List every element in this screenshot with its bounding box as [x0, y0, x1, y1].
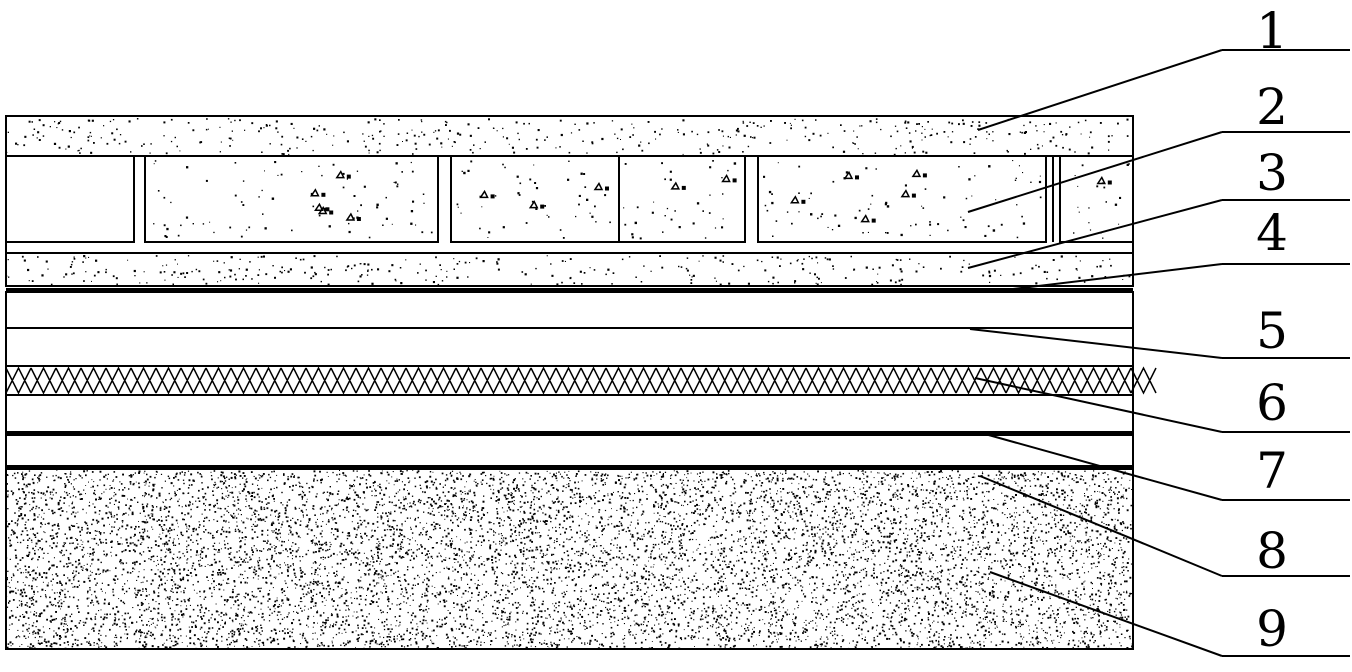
callout-label-5: 5	[1256, 302, 1288, 360]
callout-group: 1 2 34 5 6 7 8 9	[967, 2, 1350, 658]
callout-leader-5	[969, 328, 1223, 359]
callout-label-9: 9	[1256, 600, 1288, 658]
callout-leader-8	[979, 475, 1223, 577]
callout-label-3: 3	[1256, 144, 1288, 202]
callout-label-4: 4	[1256, 204, 1288, 262]
block-layer	[5, 155, 1134, 254]
blank-layer-lower	[5, 394, 1134, 434]
callout-9: 9	[989, 571, 1350, 658]
callout-leader-2	[967, 131, 1223, 213]
callout-7: 7	[984, 433, 1350, 501]
callout-label-7: 7	[1256, 442, 1288, 500]
callout-leader-7	[984, 433, 1223, 501]
block-cell-2	[450, 155, 620, 243]
block-cell-right	[1052, 155, 1134, 243]
block-cell-4	[757, 155, 1047, 243]
callout-leader-1	[977, 49, 1223, 131]
callout-4: 4	[1012, 204, 1350, 290]
callout-2: 2	[967, 78, 1350, 213]
block-cell-1	[144, 155, 439, 243]
callout-leader-9	[989, 571, 1223, 657]
callout-leader-6	[974, 377, 1223, 433]
dense-fill-base-layer	[5, 468, 1134, 650]
thick-line-lower	[5, 431, 1134, 468]
callout-3: 3	[967, 144, 1350, 269]
callout-label-1: 1	[1256, 2, 1288, 60]
block-cell-left	[5, 155, 135, 243]
block-cell-3	[618, 155, 746, 243]
callout-leader-3	[967, 199, 1223, 269]
callout-label-8: 8	[1256, 522, 1288, 580]
callout-leader-4	[1012, 263, 1223, 290]
callout-5: 5	[969, 302, 1350, 360]
lower-dotted-layer	[5, 252, 1134, 287]
blank-layer-upper	[5, 291, 1134, 367]
callout-1: 1	[977, 2, 1350, 131]
top-dotted-layer	[5, 115, 1134, 157]
callout-6: 6	[974, 374, 1350, 433]
callout-label-2: 2	[1256, 78, 1288, 136]
callout-label-6: 6	[1256, 374, 1288, 432]
callout-8: 8	[979, 475, 1350, 580]
